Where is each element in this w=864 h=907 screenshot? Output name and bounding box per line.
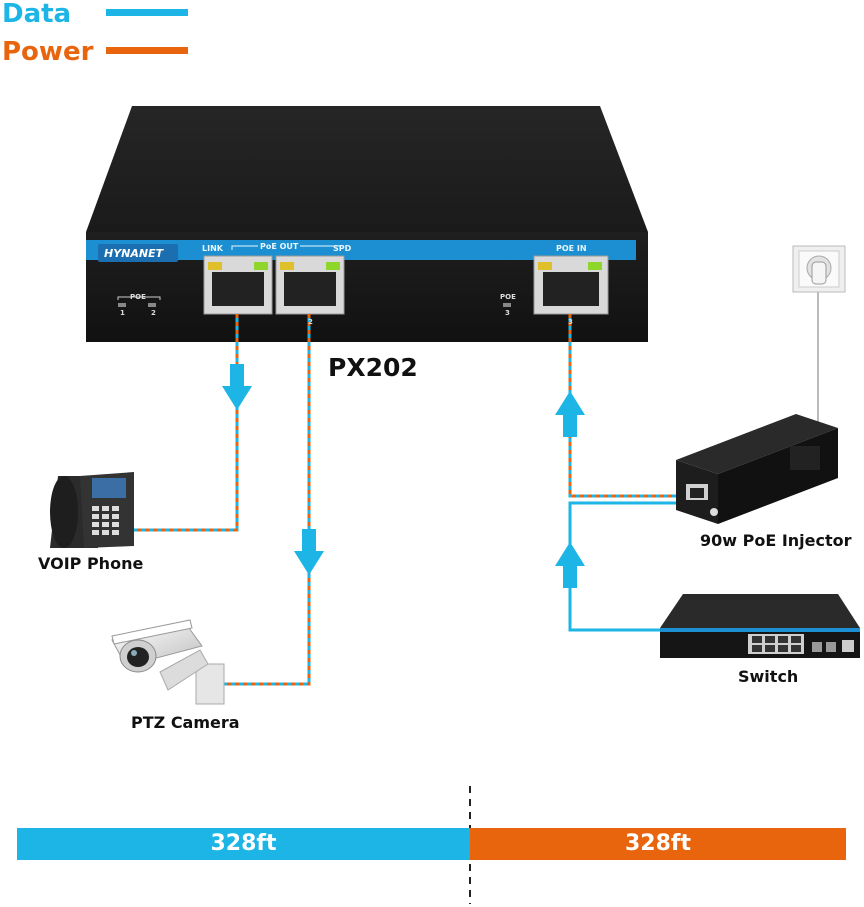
legend-data-label: Data <box>2 0 72 29</box>
port-number-2: 2 <box>308 318 313 326</box>
poe-indicator-port-1: 1 <box>120 309 125 317</box>
poe-injector-icon <box>676 414 838 524</box>
px202-switch <box>86 106 648 342</box>
up-arrow-icon <box>555 542 585 588</box>
switch-label: Switch <box>738 667 799 686</box>
poe-in-label: POE IN <box>556 244 587 253</box>
port-number-3: 3 <box>568 318 573 326</box>
poe-indicator-port-2: 2 <box>151 309 156 317</box>
cable-port1-to-phone <box>126 314 239 532</box>
rj45-port-3 <box>533 255 609 315</box>
down-arrow-icon <box>294 529 324 575</box>
legend-data-line <box>106 9 188 16</box>
spd-label: SPD <box>333 244 352 253</box>
network-switch-icon <box>660 594 860 658</box>
cable-port3-to-injector <box>568 314 690 498</box>
brand-logo: HYNANET <box>104 247 164 260</box>
down-arrow-icon <box>222 364 252 410</box>
legend-power-label: Power <box>2 37 94 67</box>
rj45-port-1 <box>203 255 273 315</box>
model-label: PX202 <box>328 353 418 382</box>
px202-front-panel <box>86 240 636 260</box>
link-label: LINK <box>202 244 223 253</box>
cable-port2-to-camera <box>224 314 311 686</box>
distance-power-bar: 328ft <box>470 828 846 860</box>
poe-injector-label: 90w PoE Injector <box>700 531 852 550</box>
ptz-camera-label: PTZ Camera <box>131 713 240 732</box>
ptz-camera-icon <box>111 619 225 705</box>
wall-outlet-icon <box>792 245 846 293</box>
rj45-port-2 <box>275 255 345 315</box>
poe-in-indicator-label: POE <box>500 293 516 301</box>
poe-in-indicator-port: 3 <box>505 309 510 317</box>
voip-phone-label: VOIP Phone <box>38 554 144 573</box>
legend-power-line <box>106 47 188 54</box>
poe-indicator-label: POE <box>130 293 146 301</box>
poe-out-label: PoE OUT <box>258 242 301 251</box>
up-arrow-icon <box>555 391 585 437</box>
px202-top-face <box>86 106 648 232</box>
voip-phone-icon <box>50 472 134 548</box>
distance-data-bar: 328ft <box>17 828 470 860</box>
